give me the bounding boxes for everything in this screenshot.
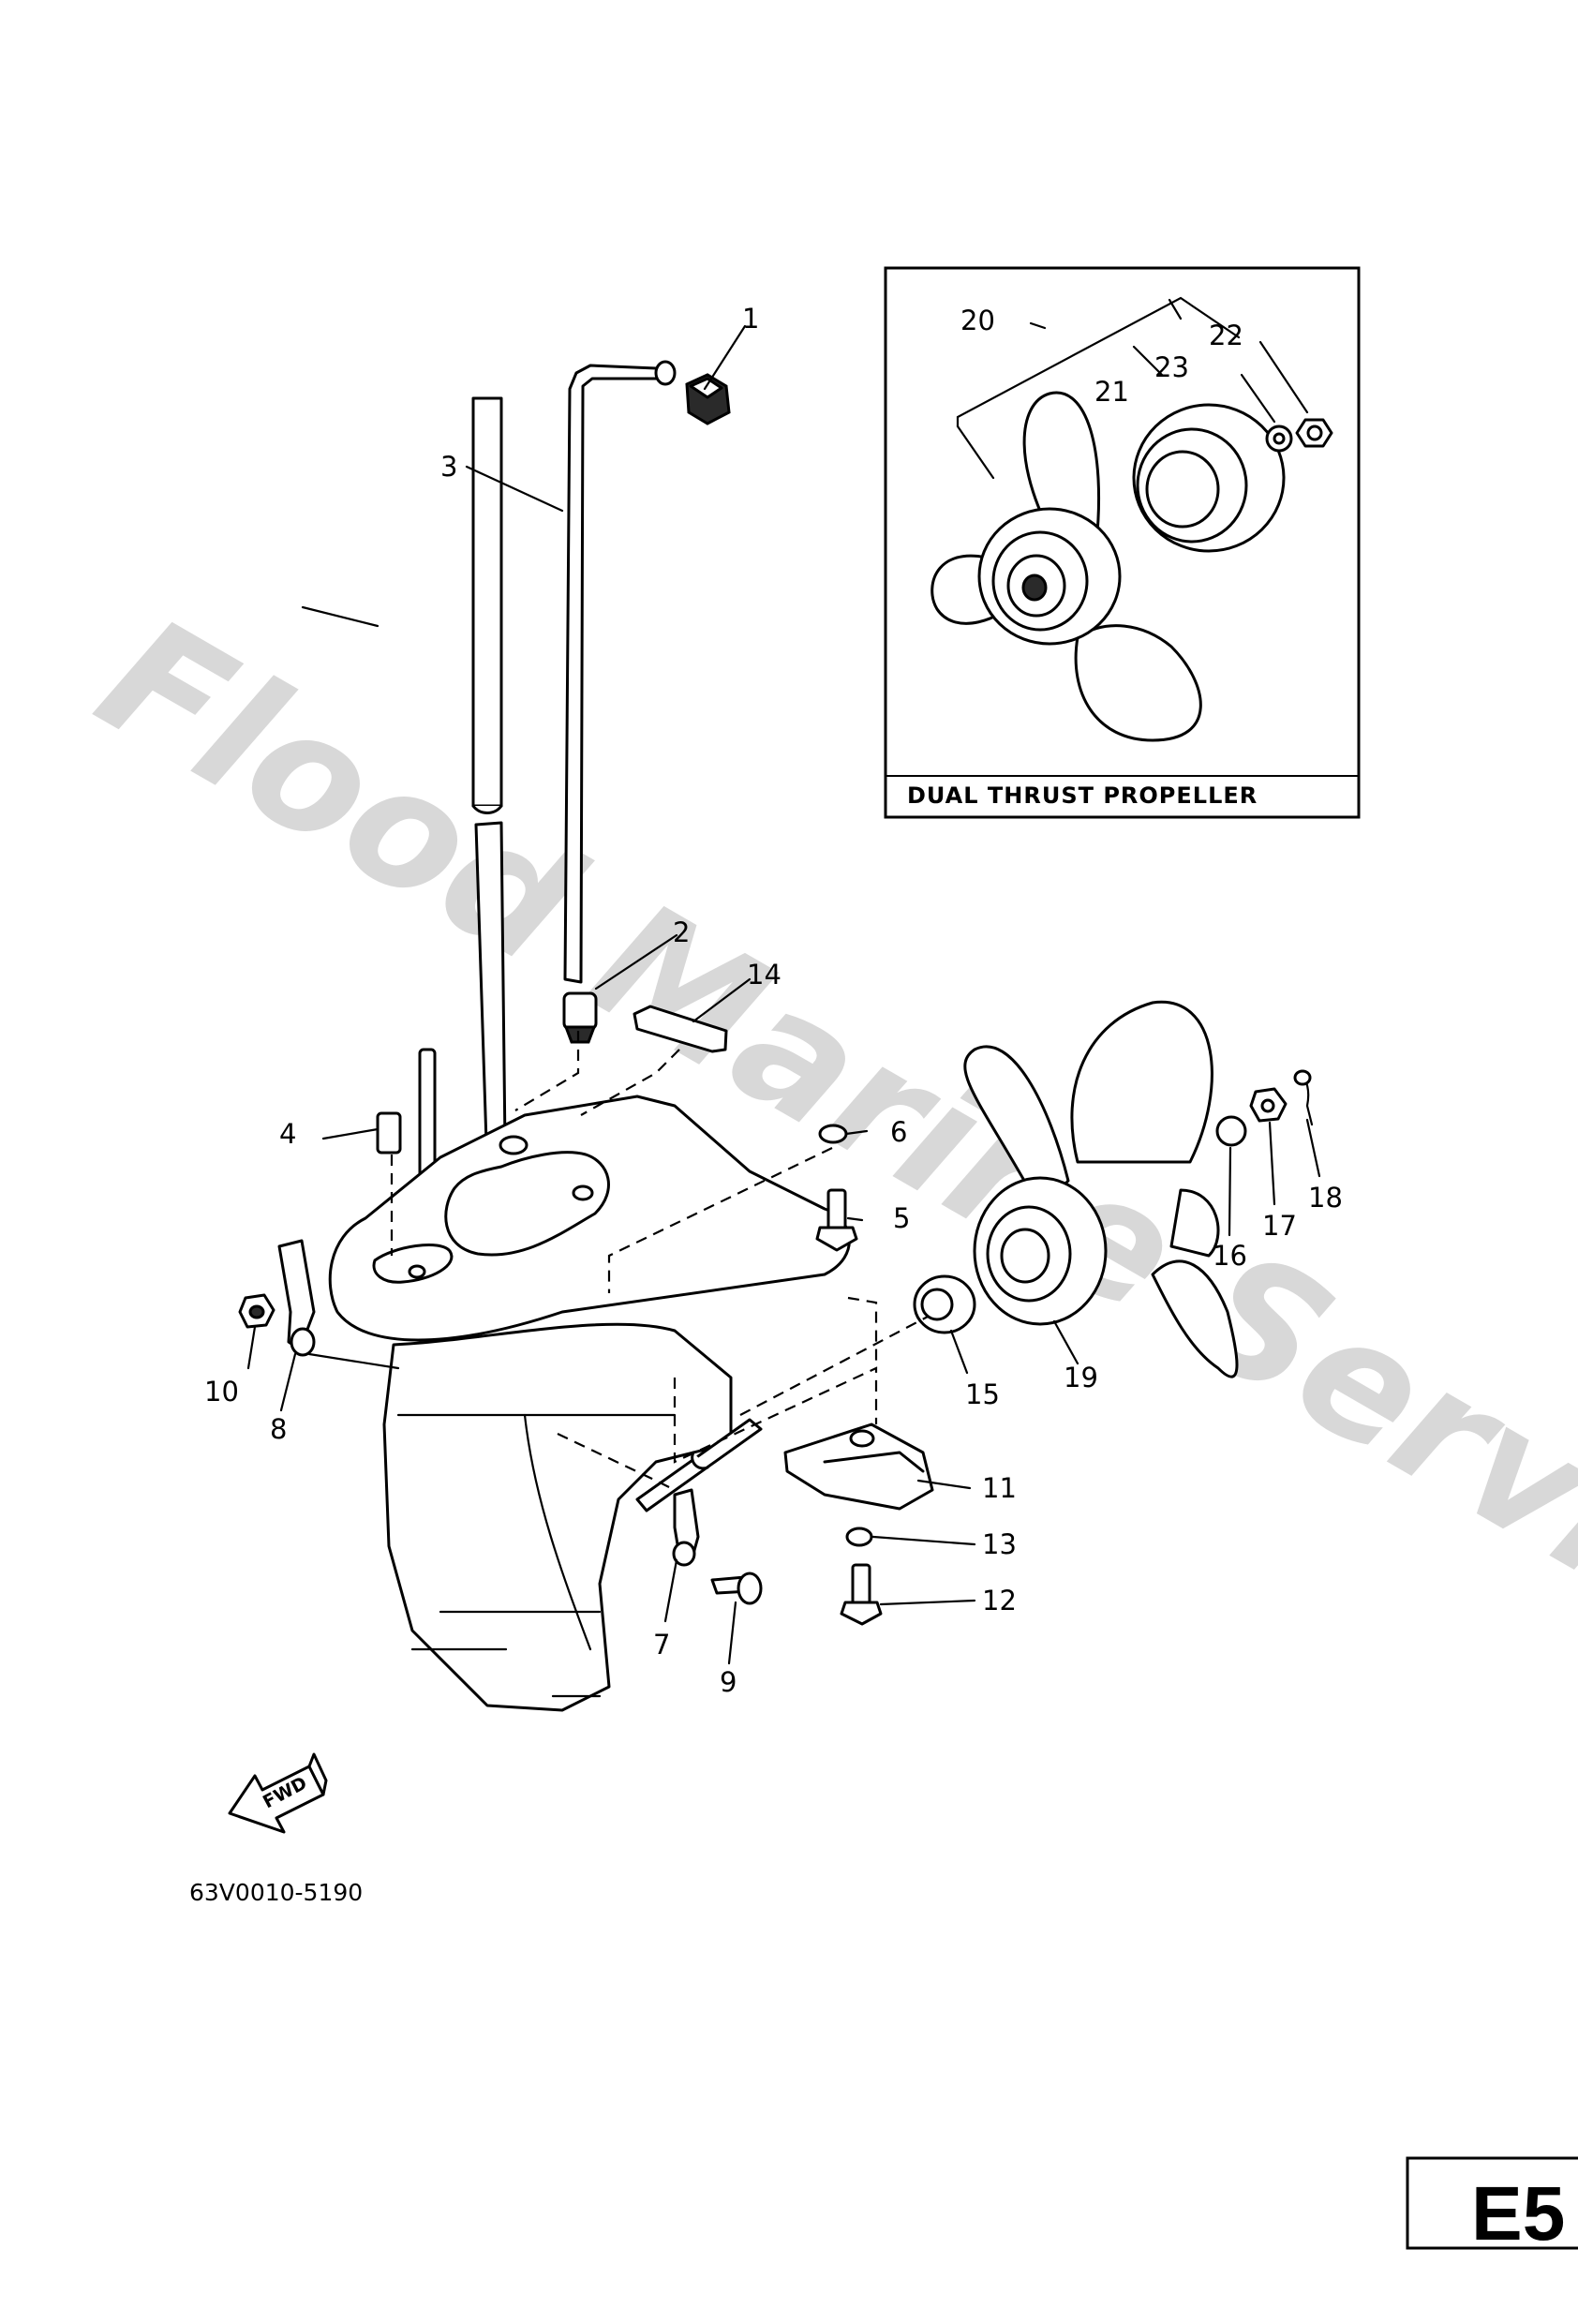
callout-13: 13 — [982, 1528, 1017, 1560]
callout-22: 22 — [1209, 320, 1243, 351]
callout-7: 7 — [653, 1629, 670, 1661]
callout-12: 12 — [982, 1585, 1017, 1616]
callout-4: 4 — [279, 1118, 296, 1150]
callout-19: 19 — [1064, 1362, 1098, 1393]
fwd-arrow-icon: FWD — [228, 1752, 328, 1834]
callout-16: 16 — [1213, 1240, 1247, 1272]
diagram-code: 63V0010-5190 — [189, 1879, 363, 1906]
callout-23: 23 — [1154, 351, 1189, 383]
callout-17: 17 — [1262, 1210, 1297, 1242]
callout-1: 1 — [742, 303, 759, 335]
inset-dual-thrust-propeller: DUAL THRUST PROPELLER — [884, 266, 1361, 819]
callout-20: 20 — [960, 305, 995, 336]
callout-14: 14 — [747, 959, 782, 991]
callout-2: 2 — [673, 916, 690, 948]
watermark: Flood Marine Services — [69, 582, 1578, 1768]
callout-11: 11 — [982, 1472, 1017, 1504]
callout-18: 18 — [1308, 1182, 1343, 1214]
callout-8: 8 — [270, 1413, 287, 1445]
callout-3: 3 — [440, 451, 457, 483]
callout-21: 21 — [1094, 376, 1129, 408]
callouts: 1 2 3 4 5 6 7 8 9 10 11 12 13 14 15 16 1… — [204, 303, 1343, 1698]
page-label: E5 — [1471, 2171, 1565, 2257]
inset-title: DUAL THRUST PROPELLER — [907, 782, 1258, 809]
page-label-box: E5 — [1406, 2156, 1578, 2257]
callout-5: 5 — [893, 1202, 910, 1234]
callout-6: 6 — [890, 1116, 907, 1148]
lower-unit-assembly — [238, 324, 1321, 1712]
callout-10: 10 — [204, 1376, 239, 1408]
callout-9: 9 — [720, 1666, 737, 1698]
callout-15: 15 — [965, 1378, 1000, 1410]
